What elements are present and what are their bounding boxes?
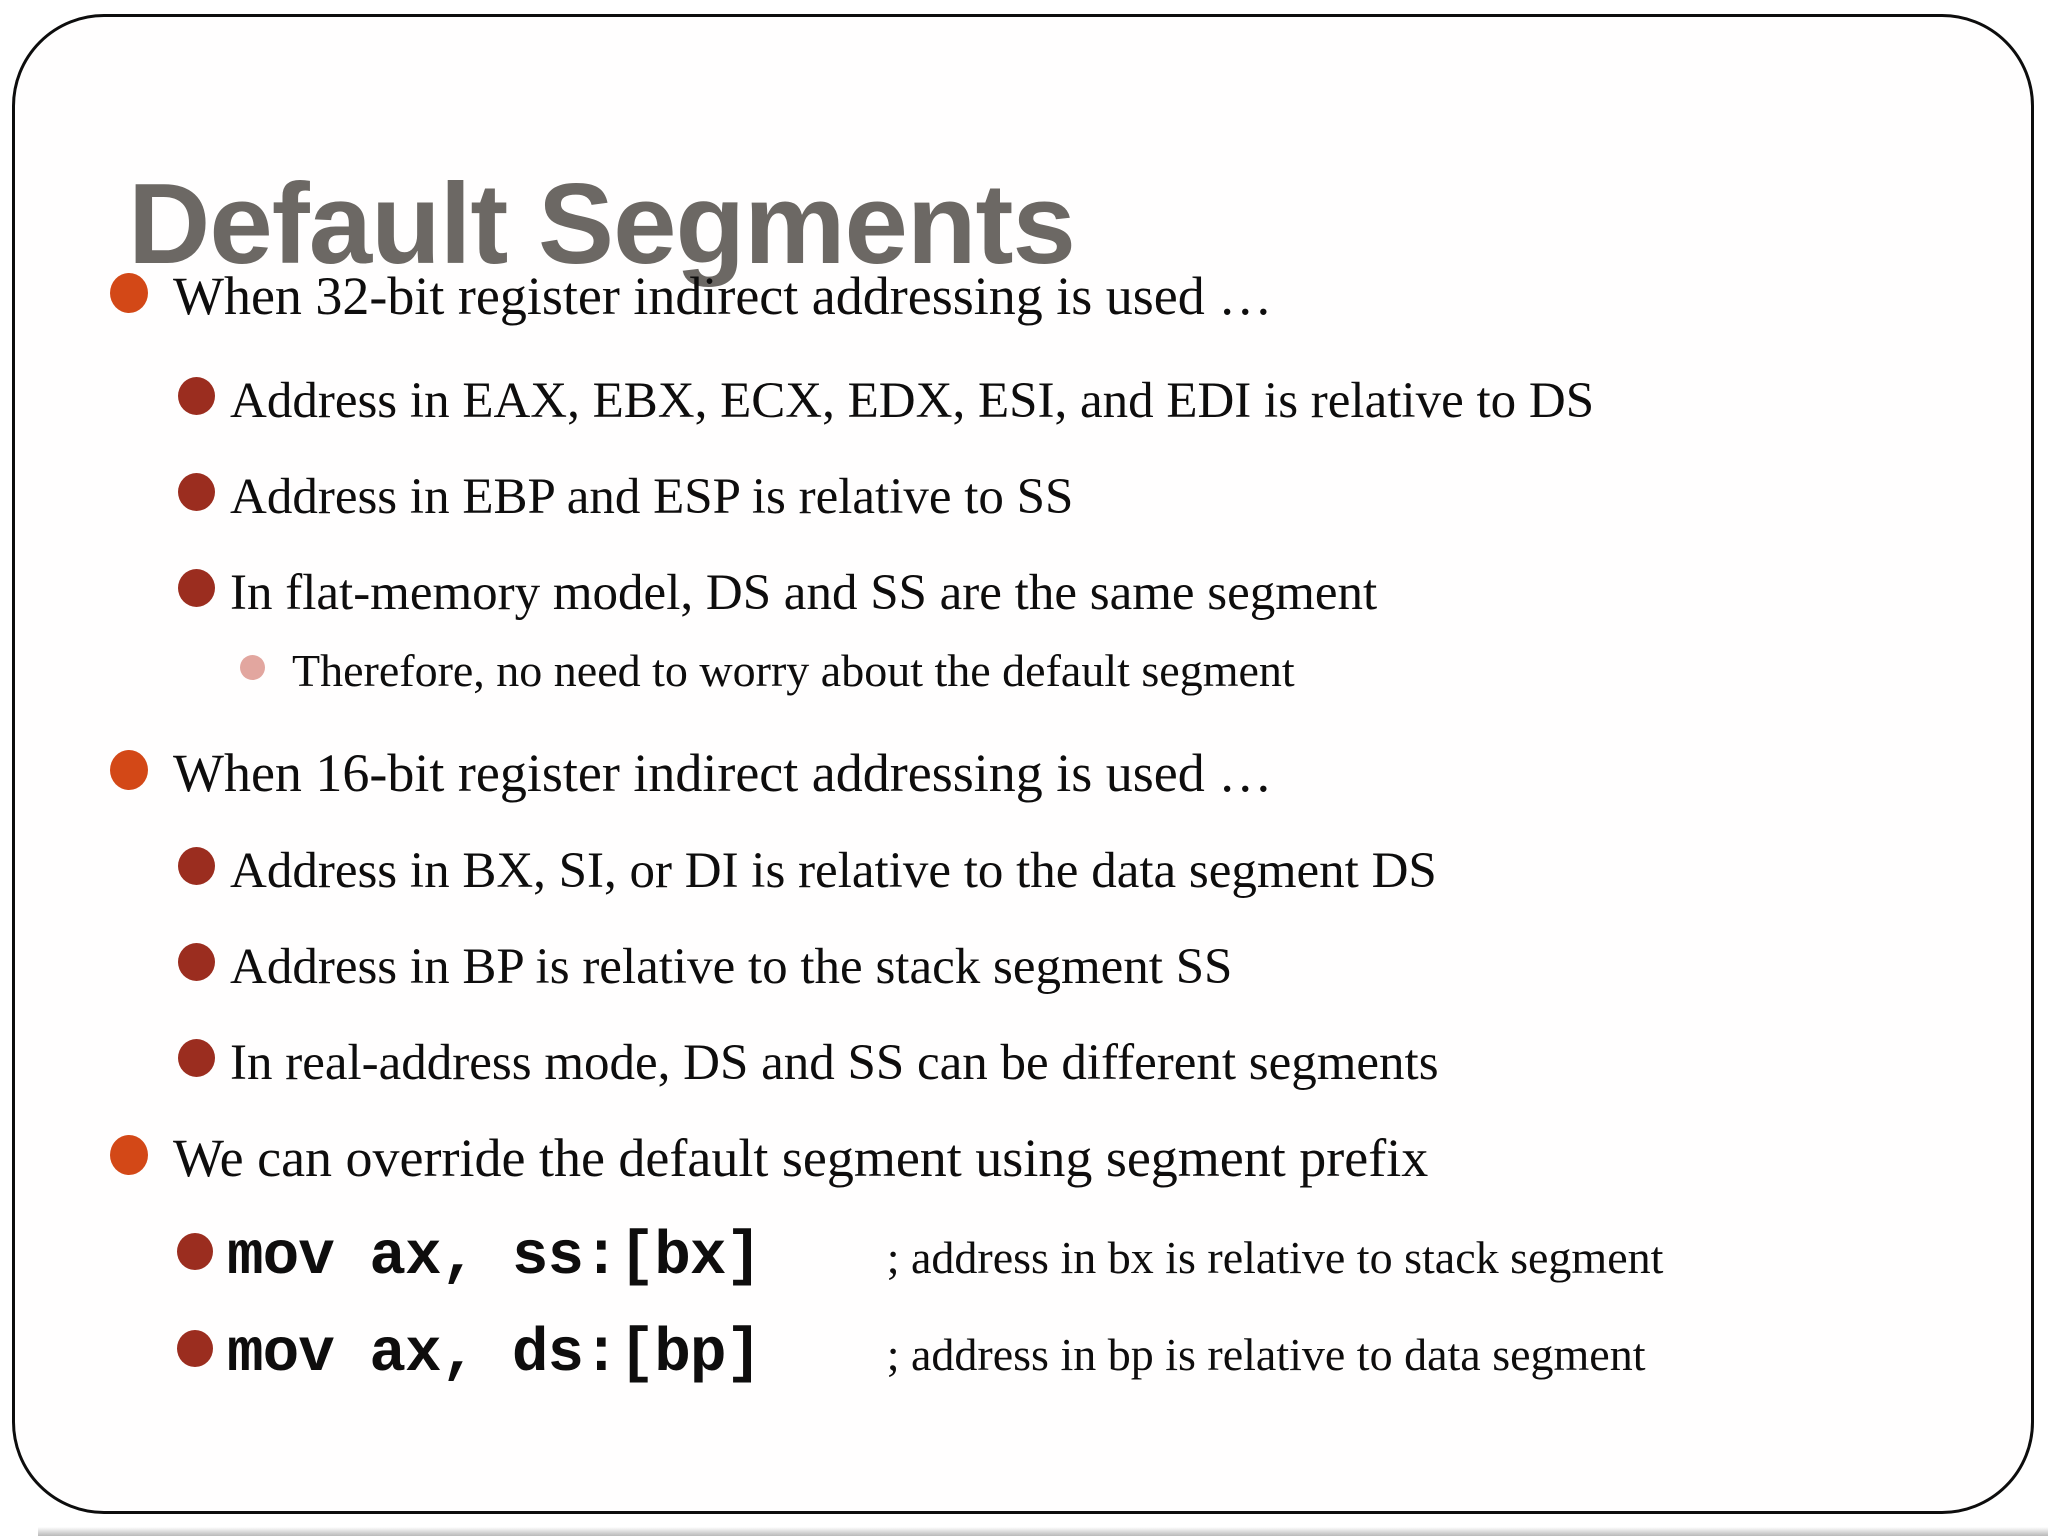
list-item: Address in BP is relative to the stack s… bbox=[0, 942, 2048, 993]
list-item: Therefore, no need to worry about the de… bbox=[0, 648, 2048, 694]
list-item: Address in EAX, EBX, ECX, EDX, ESI, and … bbox=[0, 376, 2048, 427]
code-snippet: mov ax, ss:[bx] bbox=[227, 1223, 762, 1292]
list-item: In flat-memory model, DS and SS are the … bbox=[0, 568, 2048, 619]
slide-title: Default Segments bbox=[128, 161, 1076, 289]
list-item-text: In real-address mode, DS and SS can be d… bbox=[230, 1035, 1439, 1091]
bottom-edge-shadow bbox=[38, 1527, 2048, 1536]
list-item: We can override the default segment usin… bbox=[0, 1131, 2048, 1185]
list-item: When 32-bit register indirect addressing… bbox=[0, 269, 2048, 323]
list-item-text: In flat-memory model, DS and SS are the … bbox=[230, 565, 1378, 621]
bullet-icon bbox=[110, 273, 148, 313]
bullet-icon bbox=[178, 943, 215, 981]
list-item-text: Address in BP is relative to the stack s… bbox=[230, 939, 1233, 995]
slide-frame bbox=[12, 14, 2034, 1514]
list-item-text: Address in BX, SI, or DI is relative to … bbox=[230, 843, 1437, 899]
list-item: Address in EBP and ESP is relative to SS bbox=[0, 472, 2048, 523]
list-item-text: Address in EBP and ESP is relative to SS bbox=[230, 469, 1074, 525]
bullet-icon bbox=[178, 847, 215, 885]
list-item: Address in BX, SI, or DI is relative to … bbox=[0, 846, 2048, 897]
code-snippet: mov ax, ds:[bp] bbox=[227, 1320, 762, 1389]
list-item-text: When 32-bit register indirect addressing… bbox=[173, 266, 1273, 326]
list-item: mov ax, ss:[bx] ; address in bx is relat… bbox=[0, 1227, 2048, 1288]
bullet-icon bbox=[240, 655, 265, 680]
bullet-icon bbox=[178, 377, 215, 415]
bullet-icon bbox=[110, 1135, 148, 1175]
bullet-icon bbox=[177, 1330, 213, 1367]
list-item-text: Address in EAX, EBX, ECX, EDX, ESI, and … bbox=[230, 373, 1595, 429]
list-item: When 16-bit register indirect addressing… bbox=[0, 746, 2048, 800]
bullet-icon bbox=[177, 1233, 213, 1270]
list-item-text: When 16-bit register indirect addressing… bbox=[173, 743, 1273, 803]
bullet-list: When 32-bit register indirect addressing… bbox=[0, 269, 2048, 1385]
list-item: mov ax, ds:[bp] ; address in bp is relat… bbox=[0, 1324, 2048, 1385]
list-item-text: We can override the default segment usin… bbox=[173, 1128, 1429, 1188]
list-item: In real-address mode, DS and SS can be d… bbox=[0, 1038, 2048, 1089]
code-comment: ; address in bx is relative to stack seg… bbox=[886, 1232, 1664, 1283]
bullet-icon bbox=[178, 473, 215, 511]
bullet-icon bbox=[178, 1039, 215, 1077]
list-item-text: Therefore, no need to worry about the de… bbox=[292, 645, 1295, 696]
bullet-icon bbox=[110, 750, 148, 790]
bullet-icon bbox=[178, 569, 215, 607]
code-comment: ; address in bp is relative to data segm… bbox=[886, 1329, 1646, 1380]
